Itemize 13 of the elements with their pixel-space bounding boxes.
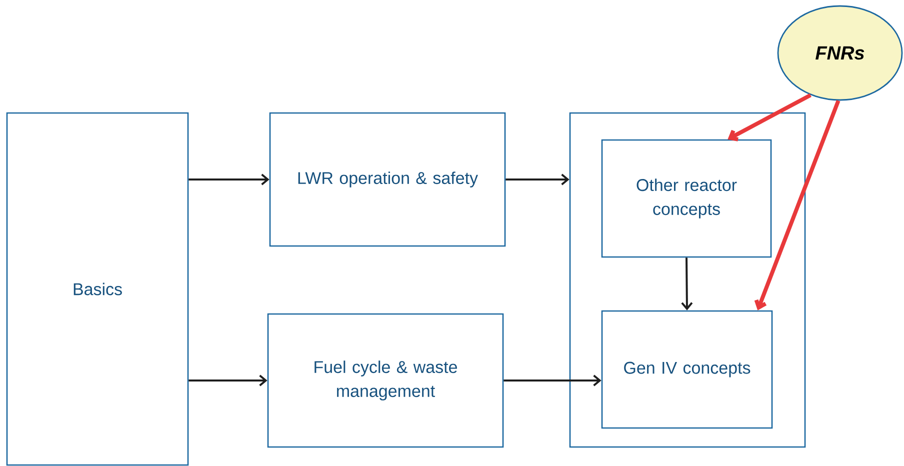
group-frame bbox=[569, 112, 806, 448]
topic-box: Other reactor concepts bbox=[601, 139, 772, 258]
arrow bbox=[506, 174, 570, 186]
arrow bbox=[188, 174, 270, 186]
arrow bbox=[754, 100, 840, 310]
topic-box: Gen IV concepts bbox=[601, 310, 773, 429]
arrow bbox=[728, 93, 812, 142]
topic-box: Basics bbox=[6, 112, 189, 466]
topic-box: LWR operation & safety bbox=[269, 112, 506, 247]
arrow bbox=[504, 374, 602, 386]
topic-box: Fuel cycle & waste management bbox=[267, 313, 504, 448]
arrow bbox=[681, 258, 693, 310]
arrow bbox=[188, 374, 268, 386]
